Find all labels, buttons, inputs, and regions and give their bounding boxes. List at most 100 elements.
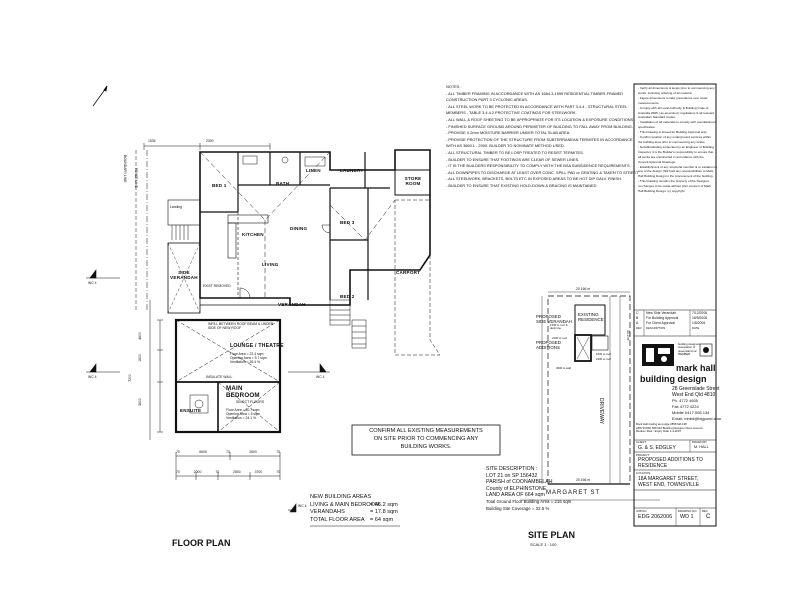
licence-line: Medium Rise : Expiry Date 1-4-2007 [636,429,682,434]
site-dim-note-3: 1600 to roof [596,352,611,356]
association-seal-icon [699,343,713,357]
note-line: - This Drawing remains the property of t… [638,179,710,184]
room-label-bed2: BED 2 [340,294,355,299]
dim: 70 [276,470,280,474]
dim: 70 [226,450,230,454]
room-label-linen: LINEN [306,168,321,173]
site-dim-note-2: 2130 to roof [552,336,567,340]
room-label-kitchen: KITCHEN [242,232,264,237]
note-line: Hall Building Design in the procurement … [638,174,714,179]
location-line: 18A MARGARET STREET, [638,476,699,482]
client-label: CLIENT: [636,440,647,444]
licence-line: ABN 56 860 558 944 Building Designer Ope… [636,425,703,430]
dim: 70 [176,450,180,454]
drawing-no-value: WD 1 [680,514,694,520]
area-label: TOTAL FLOOR AREA [310,516,365,523]
area-value: = 64 sqm [370,516,394,523]
note-line: - ALL STEELWORK, BRACKETS, BOLTS ETC IN … [446,176,622,182]
note-line: any of the design, Will hold any respons… [638,169,714,174]
client-value: G. & S. EDGLEY [638,445,676,451]
rev-letter: A [636,321,639,325]
main-bed-specs: Floor Area = 20.7 sqm Opening Area = 5 s… [226,408,260,420]
confirm-line: ON SITE PRIOR TO COMMENCING ANY [373,435,479,442]
drawing-no-label: DRAWING NO. [678,509,698,513]
note-line: NOTES : [446,84,462,89]
dim-left-3: 7200 [127,374,132,382]
site-label-margaret-st: MARGARET ST [546,490,601,496]
general-notes: NOTES : - ALL TIMBER FRAMING IN ACCORDAN… [446,84,638,190]
note-line: Council Approval Drawings. [638,159,676,164]
room-label-bath: BATH [276,181,290,186]
project-label: PROJECT: [636,453,650,457]
north-arrow-icon [92,85,108,107]
address-line: 28 Greenslade Street [672,386,720,392]
site-description: SITE DESCRIPTION : LOT 21 on SP 156432 P… [486,466,571,512]
area-row: TOTAL FLOOR AREA = 64 sqm [310,517,398,525]
dim: 2600 [249,450,257,454]
rev-header: REV [636,326,642,330]
confirm-line: CONFIRM ALL EXISTING MEASUREMENTS [369,428,483,434]
note-line: - Notwithstanding inspection by an Engin… [638,144,714,149]
dim-left-2: 1600 [137,354,142,362]
rev-desc: For Client Approval [646,321,675,325]
note-line: - Figure dimensions to take precedence o… [638,95,708,100]
spec-line: Opening Area = 5 sqm [226,412,260,416]
room-label-bed3: BED 3 [340,220,355,225]
note-line: measurements. [638,100,660,105]
job-value: EDG 2062006 [638,514,673,520]
dim-left-1: 4600 [137,332,142,340]
project-value: PROPOSED ADDITIONS TO RESIDENCE [638,457,703,469]
wc-marker-4: WC 4 [298,504,307,508]
room-label-verandah: VERANDAH [278,302,306,307]
dim-bottom-row-2: 70 2000 70 2800 3700 70 [176,470,280,474]
dim: 70 [215,470,220,474]
address-line: West End Qld 4810 [672,392,716,398]
location-value: 18A MARGARET STREET, WEST END, TOWNSVILL… [638,476,699,488]
dim-left-4: 3600 [137,398,142,406]
rev-date: 1/8/2006 [692,321,706,325]
site-desc-line: LAND AREA OF 664 sqm [486,492,545,499]
rev-header: DESCRIPTION [646,326,666,330]
company-address: 28 Greenslade Street West End Qld 4810 P… [672,386,721,422]
site-dim-side: 33.2 m [626,330,630,341]
note-line: the building area prior to commencing an… [638,139,706,144]
revision-header: REV DESCRIPTION DATE [636,326,716,331]
site-desc-line: LOT 21 on SP 156432 [486,472,538,479]
note-line: - This Drawing is issued for Building Ap… [638,130,708,135]
site-label-driveway: DRIVEWAY [598,398,604,425]
site-plan-title: SITE PLAN [528,530,576,540]
site-dim-bottom: 20.166 m [576,478,591,482]
area-value: = 46.2 sqm [370,501,398,508]
landing-label: Landing [170,205,183,209]
note-line: no changes to be made without prior cons… [638,184,711,189]
note-line: specification. [638,125,656,130]
rev-header: DATE [692,326,700,330]
site-plan-drawing [520,291,660,501]
spec-line: Ventilation = 26.4 % [230,360,261,364]
site-dim-note-1: 1336 to roof & deck line [550,323,568,331]
spec-line: Opening Area = 5.7 sqm [230,356,267,360]
note-line: - Comply with all Local Authority & Buil… [638,105,709,110]
building-areas: NEW BUILDING AREAS LIVING & MAIN BEDROOM… [310,494,398,524]
note-line: - ALL STRUCTURAL TIMBER TO BE LOSP TREAT… [446,149,584,155]
note-line: - PROVIDE PROTECTION OF THE STRUCTURE FR… [446,136,633,142]
site-desc-line: County of ELPHINSTONE [486,485,547,492]
note-line: - Installation of all materials to compl… [638,120,717,125]
note-line: - BUILDER TO ENSURE THAT FOOTINGS ARE CL… [446,156,580,162]
site-desc-line: SITE DESCRIPTION : [486,466,538,472]
note-line: - BUILDER TO ENSURE THAT EXISTING HOLD-D… [446,182,598,188]
site-dim-note-4: 2100 to roof [596,357,611,361]
note-line: all works are constructed in accordance … [638,154,704,159]
rev-label: REV [702,509,708,513]
note-line: - Confirm location of any underground se… [638,135,711,140]
address-line: Mobile 0417 008 134 [672,410,710,415]
note-line: works, including ordering of all materia… [638,90,693,95]
room-label-store-room: STORE ROOM [404,176,422,186]
note-line: Hall Building Design. (c) copyright [638,189,685,194]
note-line: - ALL WALL & ROOF SHEETING TO BE APPROPR… [446,116,635,122]
rev-letter: C [636,311,639,315]
licence-line: Mark Hall trading as Lodge 0858 MA 198 [636,422,687,426]
note-line: - Verify all dimensions & levels prior t… [638,86,715,90]
